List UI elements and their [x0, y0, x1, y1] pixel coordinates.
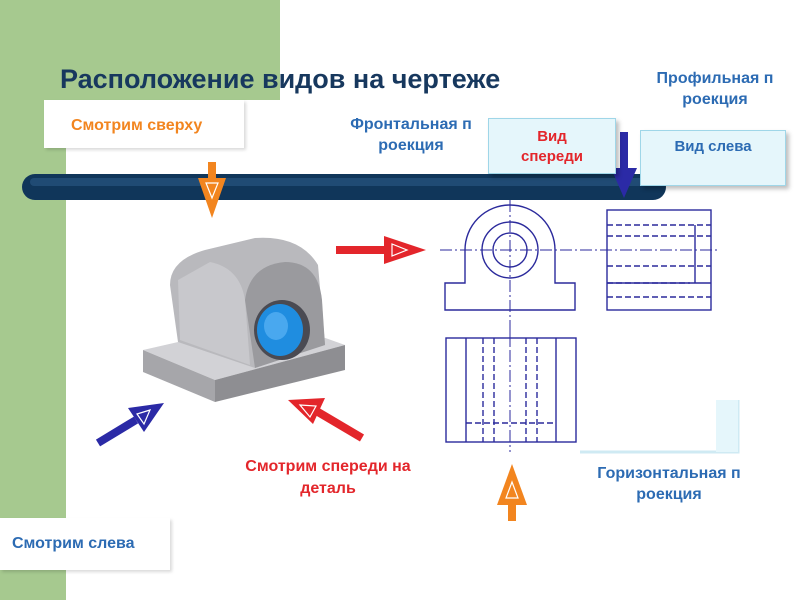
view-front-callout: Вид спереди — [488, 118, 616, 174]
isometric-part — [143, 237, 345, 402]
front-view-drawing — [440, 200, 580, 345]
horizontal-projection-label: Горизонтальная проекция — [597, 465, 741, 503]
arrow-top-right-blue — [611, 132, 637, 198]
look-left-label: Смотрим слева — [12, 535, 135, 552]
look-top-box: Смотрим сверху — [44, 100, 244, 148]
arrow-bottom-orange — [497, 464, 527, 521]
view-left-callout: Вид слева — [640, 130, 786, 186]
view-left-label: Вид слева — [674, 138, 752, 155]
arrow-lower-red — [288, 398, 365, 442]
arrow-left-blue — [95, 403, 164, 447]
look-left-box: Смотрим слева — [0, 518, 170, 570]
look-top-label: Смотрим сверху — [71, 117, 203, 134]
profile-projection-label: Профильная проекция — [656, 70, 774, 108]
arrow-front-red — [336, 236, 426, 264]
horizontal-frame — [580, 400, 740, 454]
side-view-drawing — [580, 209, 720, 311]
dark-band — [22, 174, 666, 200]
frontal-projection-label: Фронтальная проекция — [350, 116, 472, 154]
top-green-block — [66, 0, 280, 100]
page-title: Расположение видов на чертеже — [60, 64, 501, 94]
top-view-drawing — [445, 330, 577, 452]
look-front-label: Смотрим спереди на деталь — [245, 458, 411, 497]
arrow-top-orange — [198, 162, 226, 218]
view-front-label: Вид спереди — [521, 128, 583, 165]
